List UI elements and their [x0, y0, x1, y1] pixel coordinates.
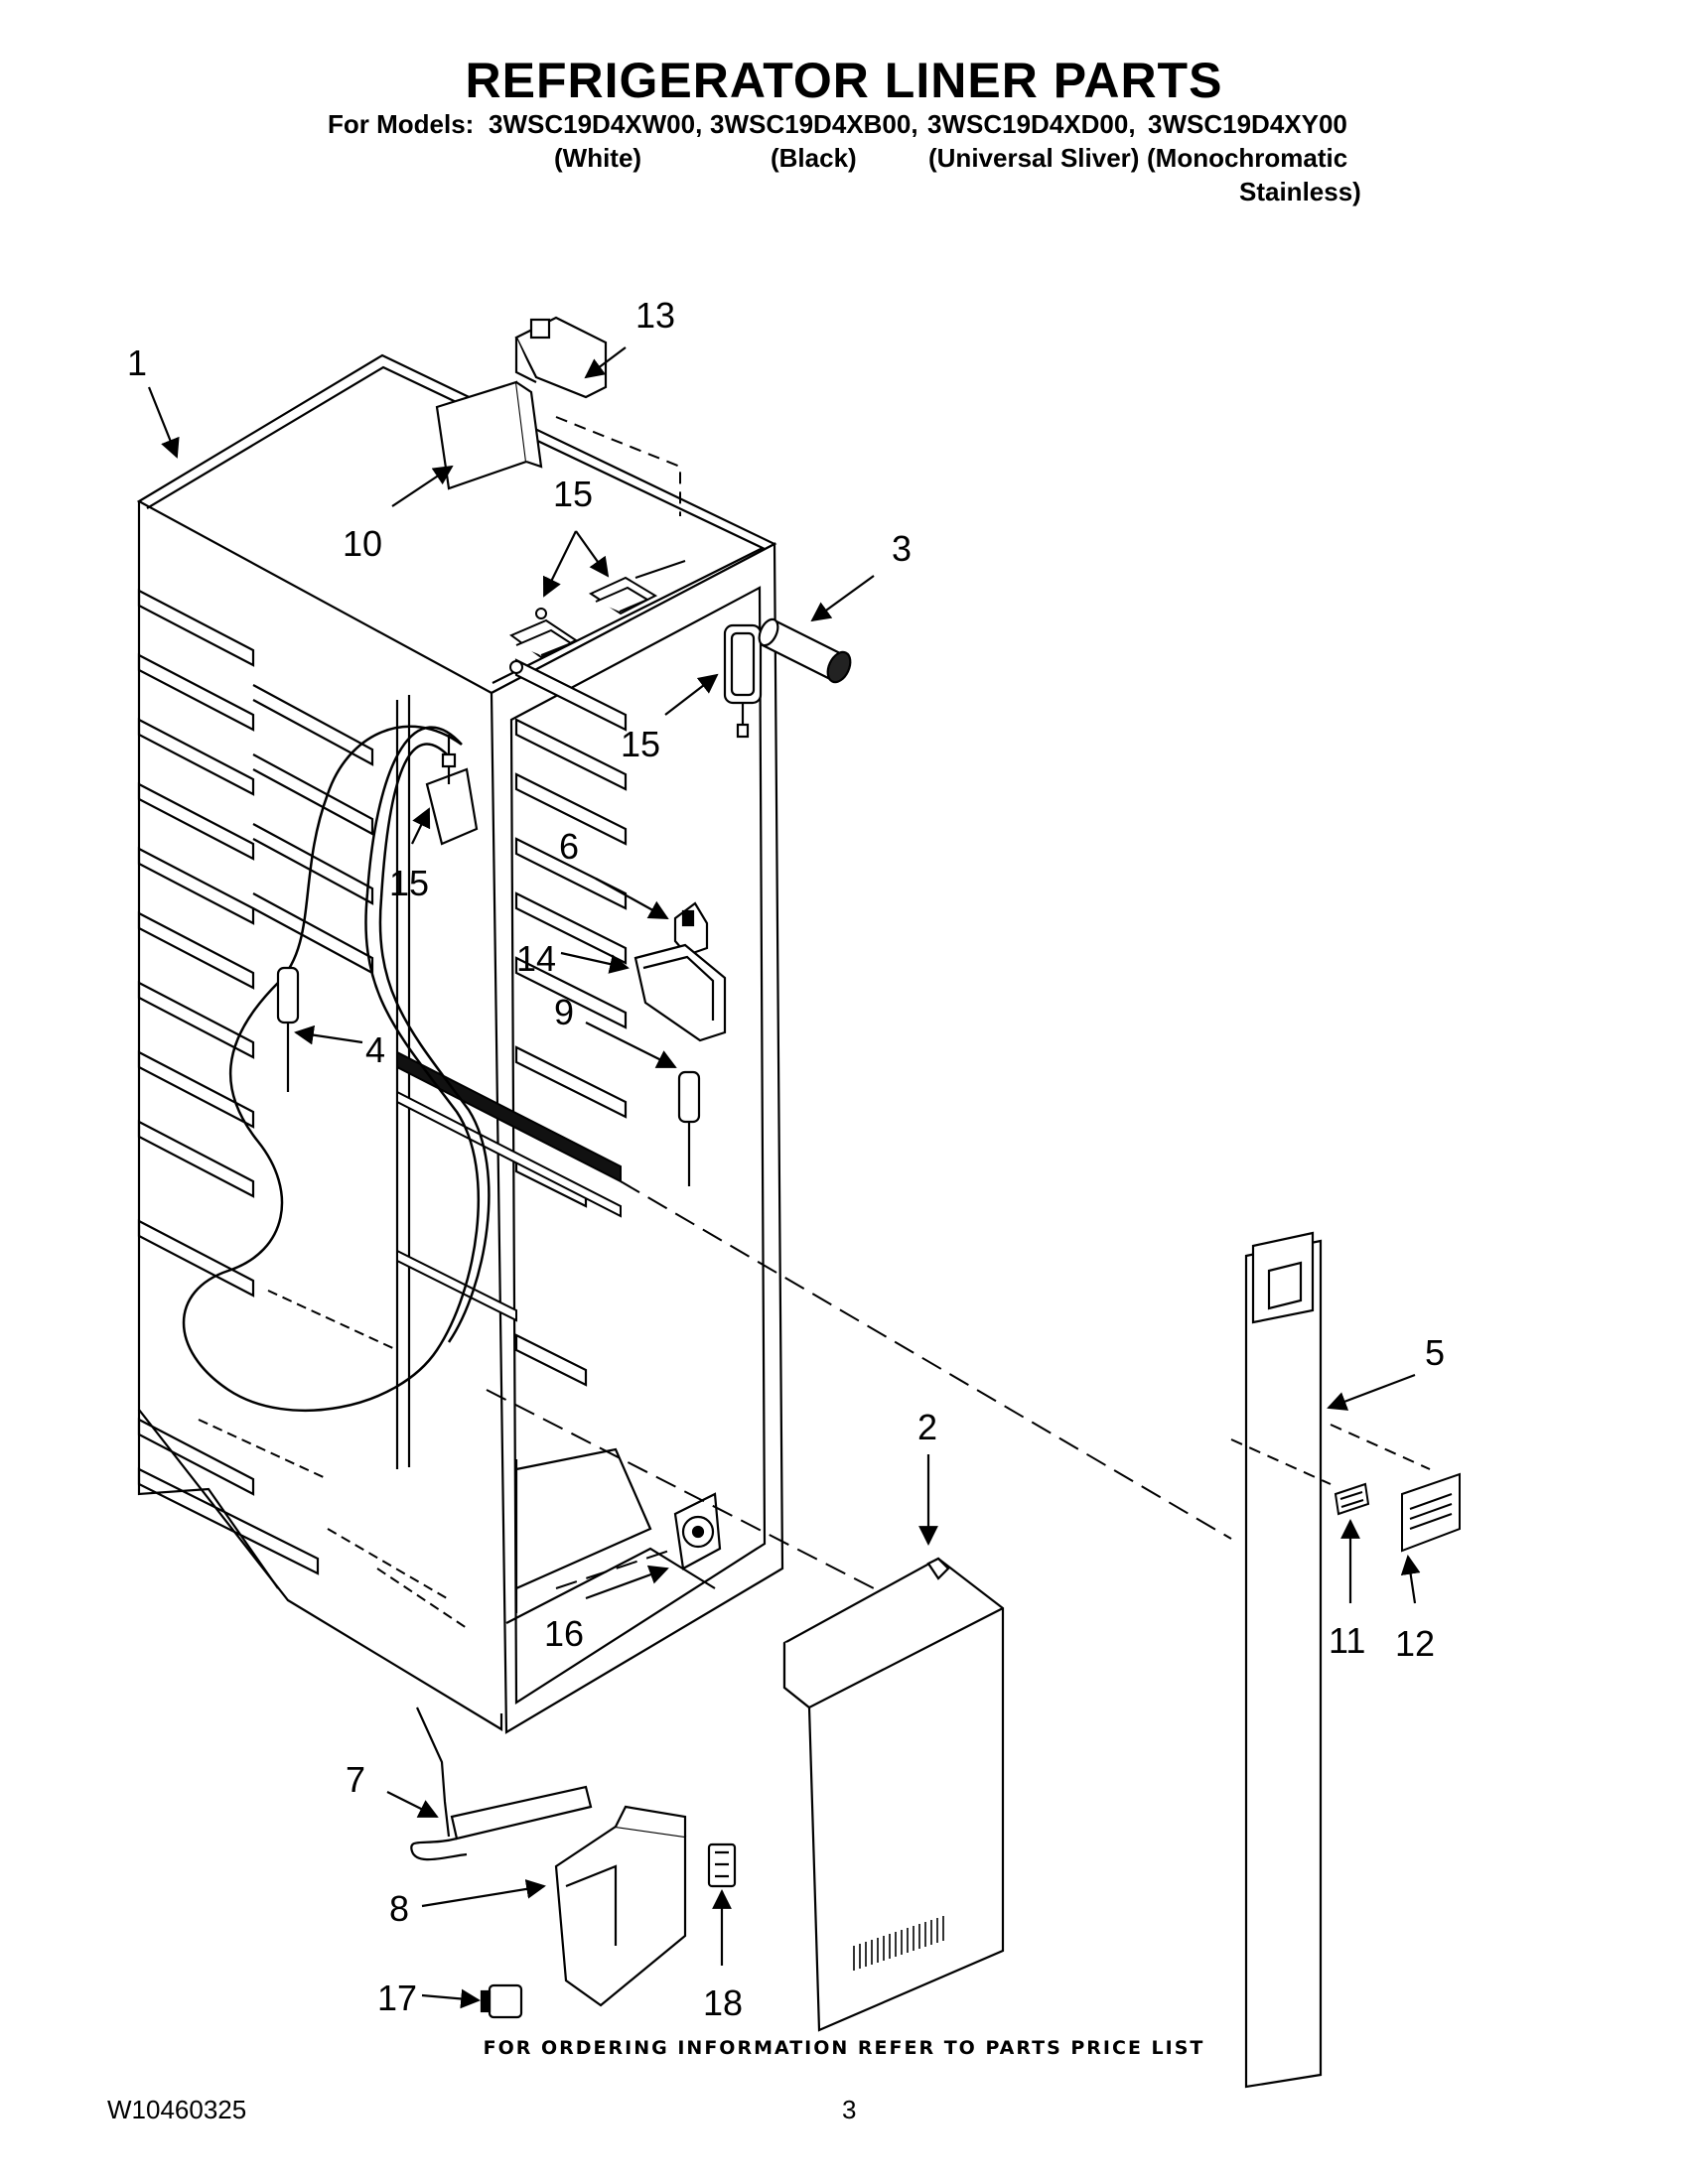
color-white: (White): [554, 143, 642, 173]
callout-16: 16: [544, 1613, 584, 1654]
page-number: 3: [842, 2095, 857, 2124]
callout-15-side: 15: [621, 724, 660, 764]
color-stainless: (Monochromatic: [1147, 143, 1348, 173]
model-numbers-row: For Models: 3WSC19D4XW00, 3WSC19D4XB00, …: [328, 109, 1360, 143]
callout-14: 14: [516, 938, 556, 979]
part-15-back-module: [425, 735, 479, 846]
callout-17: 17: [377, 1978, 417, 2018]
callout-15-top: 15: [553, 474, 593, 514]
part-9-sensor: [677, 1070, 701, 1186]
part-3-tube: [758, 617, 852, 684]
callout-11: 11: [1329, 1620, 1365, 1661]
callout-13: 13: [635, 295, 675, 336]
callout-8: 8: [389, 1888, 409, 1929]
part-16-fan: [673, 1492, 722, 1570]
part-13-dashed-link: [555, 416, 681, 516]
models-prefix: For Models:: [328, 109, 475, 139]
part-5-dashed-link: [1330, 1424, 1431, 1470]
ordering-note: FOR ORDERING INFORMATION REFER TO PARTS …: [483, 2037, 1205, 2059]
part-8-housing: [554, 1805, 687, 2007]
callout-12: 12: [1395, 1623, 1435, 1664]
callout-15-back: 15: [389, 863, 429, 903]
callout-3: 3: [892, 528, 912, 569]
callout-18: 18: [703, 1982, 743, 2023]
left-wall-rails: [137, 589, 374, 1575]
part-17-clip: [480, 1983, 523, 2019]
part-2-panel: [782, 1557, 1005, 2032]
model-stainless: 3WSC19D4XY00: [1148, 109, 1347, 139]
floor-dashes: [198, 1290, 468, 1629]
callout-6: 6: [559, 826, 579, 867]
part-15-side-module: [723, 623, 763, 739]
callout-7: 7: [346, 1759, 365, 1800]
part-7-heater: [410, 1706, 593, 1861]
wire-harness: [182, 725, 491, 1413]
color-stainless-cont: Stainless): [1239, 177, 1361, 206]
model-colors-cont-row: Stainless): [328, 177, 1361, 210]
alignment-dashes: [486, 1180, 1232, 1589]
part-6-clip: [673, 901, 709, 957]
part-4-sensor: [276, 966, 300, 1092]
part-11-button: [1334, 1482, 1370, 1516]
color-black: (Black): [771, 143, 857, 173]
callout-labels: 1 13 10 15 3 15 15 6 14 9 4 5 2 11 12 16…: [127, 295, 1445, 2023]
callout-10: 10: [343, 523, 382, 564]
part-12-label: [1401, 1472, 1461, 1553]
color-silver: (Universal Sliver): [928, 143, 1140, 173]
callout-2: 2: [917, 1407, 937, 1447]
model-black: 3WSC19D4XB00,: [710, 109, 918, 139]
part-15-top-modules: [508, 560, 686, 674]
part-11-dashed-link: [1230, 1438, 1332, 1485]
model-list: For Models: 3WSC19D4XW00, 3WSC19D4XB00, …: [328, 109, 1361, 210]
model-silver: 3WSC19D4XD00,: [927, 109, 1136, 139]
part-14-housing: [633, 943, 727, 1042]
center-rail: [396, 1050, 622, 1322]
part-5-panel: [1244, 1231, 1323, 2089]
callout-9: 9: [554, 992, 574, 1032]
model-colors-row: (White) (Black) (Universal Sliver) (Mono…: [328, 143, 1360, 177]
part-10-cover: [435, 380, 543, 490]
callout-5: 5: [1425, 1332, 1445, 1373]
document-number: W10460325: [107, 2095, 247, 2124]
model-white: 3WSC19D4XW00,: [489, 109, 703, 139]
part-18-connector: [707, 1843, 737, 1888]
page-title: REFRIGERATOR LINER PARTS: [465, 53, 1223, 108]
part-13-housing: [514, 316, 608, 399]
callout-4: 4: [365, 1029, 385, 1070]
callout-arrows: [147, 346, 1421, 2009]
callout-1: 1: [127, 342, 147, 383]
